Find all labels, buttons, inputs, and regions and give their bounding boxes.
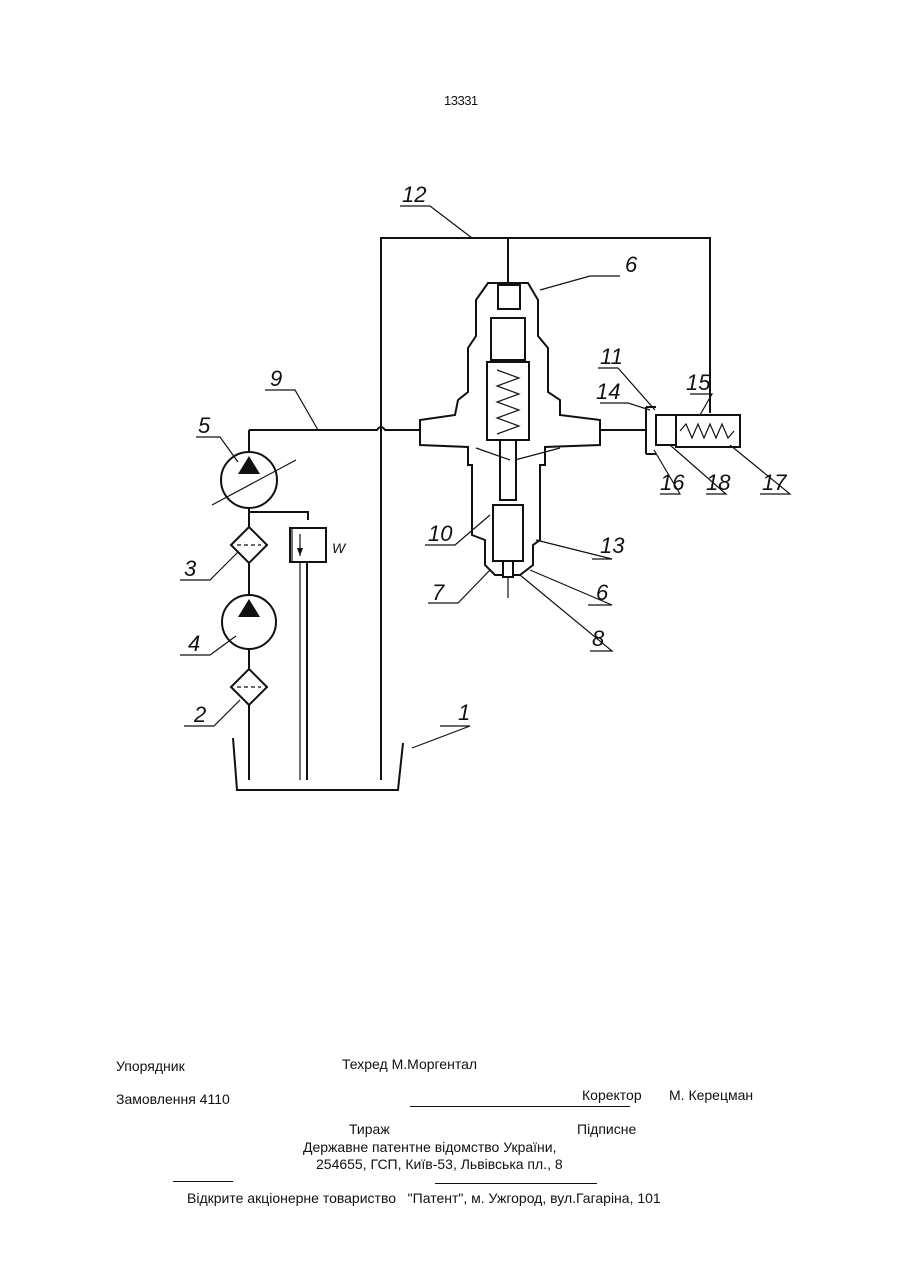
order-number: Замовлення 4110: [116, 1091, 230, 1107]
patent-drawing: W: [0, 0, 900, 820]
rule-left: [173, 1181, 233, 1182]
patent-office: Державне патентне відомство України,: [303, 1139, 557, 1155]
subscription-label: Підписне: [577, 1121, 636, 1137]
label-2: 2: [193, 702, 206, 727]
label-4: 4: [188, 631, 200, 656]
injector-body: [420, 283, 600, 598]
label-6-bottom: 6: [596, 580, 609, 605]
label-15: 15: [686, 370, 711, 395]
relief-valve: [290, 528, 326, 562]
tech-editor: Техред М.Моргентал: [342, 1056, 477, 1072]
pressure-sensor-11: [600, 407, 740, 454]
label-8: 8: [592, 626, 605, 651]
label-14: 14: [596, 379, 620, 404]
label-13: 13: [600, 533, 625, 558]
label-18: 18: [706, 470, 731, 495]
valve-mark: W: [332, 540, 347, 556]
label-16: 16: [660, 470, 685, 495]
label-10: 10: [428, 521, 453, 546]
label-17: 17: [762, 470, 787, 495]
rule-right: [435, 1183, 597, 1184]
label-11: 11: [600, 344, 623, 369]
label-12: 12: [402, 182, 426, 207]
compiler-label: Упорядник: [116, 1058, 185, 1074]
label-9: 9: [270, 366, 282, 391]
corrector-name: М. Керецман: [669, 1087, 753, 1103]
office-address: 254655, ГСП, Київ-53, Львівська пл., 8: [316, 1156, 563, 1172]
pressure-line-9: [249, 427, 420, 462]
relief-line: [249, 512, 308, 520]
filter-3: [231, 527, 267, 563]
tank: [233, 738, 403, 790]
label-7: 7: [432, 580, 445, 605]
label-5: 5: [198, 413, 211, 438]
pump-5: [212, 452, 296, 508]
label-1: 1: [458, 700, 470, 725]
circulation-label: Тираж: [349, 1121, 390, 1137]
filter-2: [231, 669, 267, 705]
publisher: Відкрите акціонерне товариство "Патент",…: [187, 1190, 661, 1206]
label-3: 3: [184, 556, 197, 581]
label-6-top: 6: [625, 252, 638, 277]
return-line-12: [381, 238, 710, 780]
corrector-label: Коректор: [582, 1087, 642, 1103]
rule-corrector: [410, 1106, 630, 1107]
